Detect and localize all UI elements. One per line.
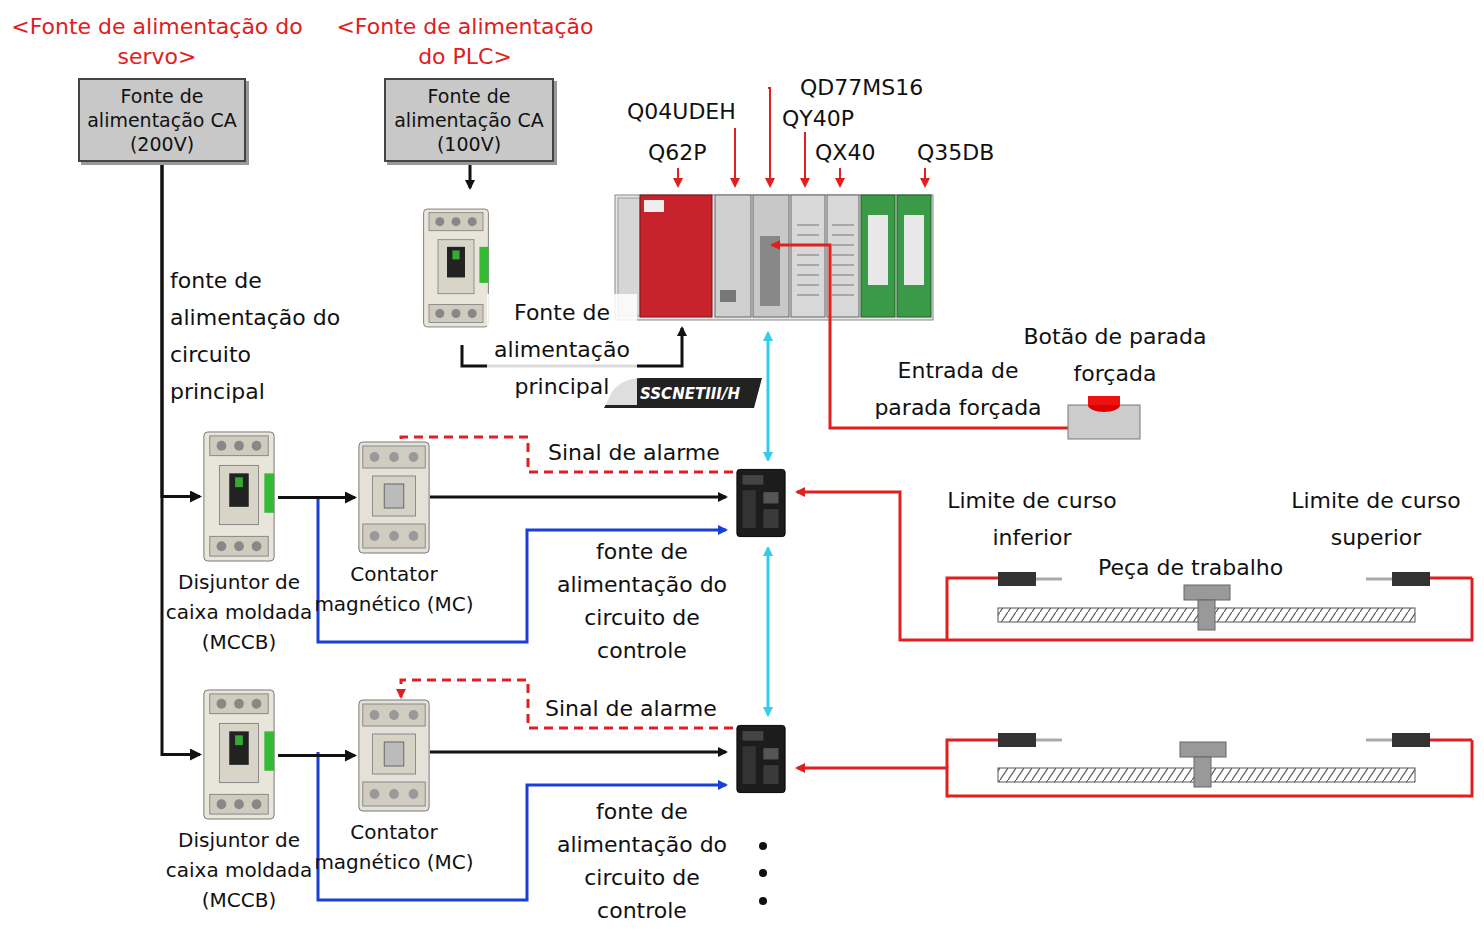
- switch-label: Limite de curso superior: [1276, 482, 1476, 556]
- module-name: QD77MS16: [800, 73, 940, 103]
- breaker-device: Disjuntor de caixa moldada (MCCB): [200, 688, 278, 821]
- signal-label: Sinal de alarme: [548, 438, 748, 468]
- module-name: Q35DB: [917, 138, 1017, 168]
- device-caption: Contator magnético (MC): [299, 559, 489, 619]
- device-caption: Disjuntor de caixa moldada (MCCB): [164, 567, 314, 657]
- contactor-device: Contator magnético (MC): [355, 440, 433, 555]
- switch-label: Limite de curso inferior: [932, 482, 1132, 556]
- wire-label: Fonte de alimentação principal: [487, 294, 637, 405]
- part-label: Peça de trabalho: [1098, 553, 1298, 583]
- box-text: Fonte de alimentação CA (200V): [84, 84, 240, 156]
- breaker-device: Disjuntor de caixa moldada (MCCB): [200, 430, 278, 563]
- power-wire: [162, 162, 200, 755]
- power-wire: [278, 754, 355, 757]
- device-icon: [200, 430, 278, 563]
- wire-label: fonte de alimentação do circuito de cont…: [552, 795, 732, 927]
- device-icon: [355, 440, 433, 555]
- module-name: QY40P: [782, 104, 882, 134]
- power-wire: [278, 496, 355, 499]
- device-icon: [200, 688, 278, 821]
- network-logo: SSCNETIII/H: [615, 384, 765, 404]
- device-caption: Disjuntor de caixa moldada (MCCB): [164, 825, 314, 915]
- signal-label: Sinal de alarme: [545, 694, 745, 724]
- power-supply-box: Fonte de alimentação CA (200V): [78, 78, 246, 162]
- section-heading: <Fonte de alimentação do PLC>: [325, 12, 605, 72]
- wire-label: fonte de alimentação do circuito de cont…: [552, 535, 732, 667]
- contactor-device: Contator magnético (MC): [355, 698, 433, 813]
- module-name: Q62P: [648, 138, 728, 168]
- device-icon: [355, 698, 433, 813]
- signal-label: Entrada de parada forçada: [868, 352, 1048, 426]
- button-label: Botão de parada forçada: [995, 318, 1235, 392]
- section-heading: <Fonte de alimentação do servo>: [7, 12, 307, 72]
- device-caption: Contator magnético (MC): [299, 817, 489, 877]
- wire-label: fonte de alimentação do circuito princip…: [170, 262, 342, 410]
- box-text: Fonte de alimentação CA (100V): [390, 84, 548, 156]
- power-supply-box: Fonte de alimentação CA (100V): [384, 78, 554, 162]
- module-name: Q04UDEH: [627, 97, 757, 127]
- module-name: QX40: [815, 138, 895, 168]
